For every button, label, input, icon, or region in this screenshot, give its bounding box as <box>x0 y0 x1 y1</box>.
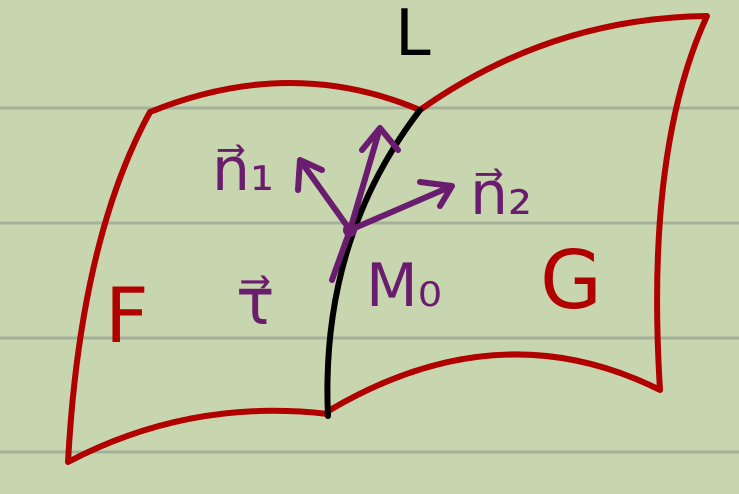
label-surface-g: G <box>540 234 602 327</box>
label-normal-n2: n⃗₂ <box>470 159 532 229</box>
label-point-m0: M₀ <box>366 251 442 321</box>
surface-g-outline <box>327 13 710 413</box>
tangent-vector-tau <box>329 125 401 283</box>
normal-vector-n2 <box>347 179 455 233</box>
normal-vector-n1 <box>295 157 353 233</box>
surface-f-outline <box>65 80 423 465</box>
point-m0-dot <box>343 223 357 237</box>
label-normal-n1: n⃗₁ <box>212 135 274 205</box>
label-tangent-tau: τ⃗ <box>236 266 275 340</box>
label-surface-f: F <box>105 271 149 360</box>
label-curve-l: L <box>395 0 431 71</box>
